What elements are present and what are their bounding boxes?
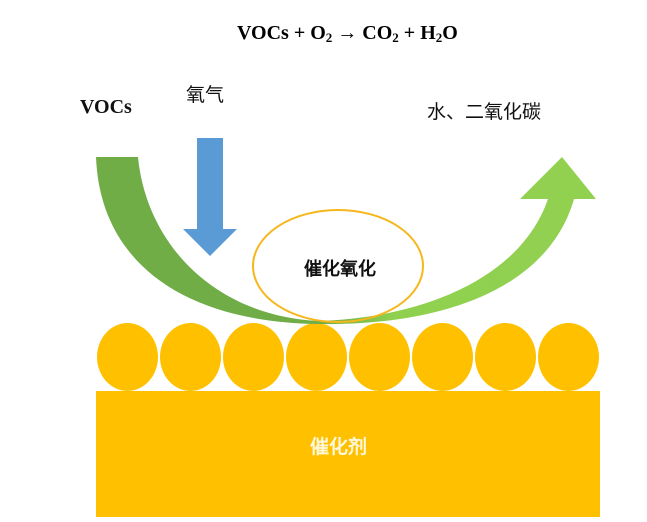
label-vocs: VOCs xyxy=(80,96,132,118)
catalyst-particle xyxy=(412,323,473,391)
reaction-equation: VOCs + O2 → CO2 + H2O xyxy=(237,22,458,46)
catalyst-particle xyxy=(475,323,536,391)
label-catalytic-oxidation: 催化氧化 xyxy=(304,259,376,280)
oxygen-down-arrow xyxy=(183,138,237,256)
equation-reactant-vocs: VOCs xyxy=(237,22,289,44)
equation-plus: + xyxy=(398,22,421,44)
catalyst-particle xyxy=(349,323,410,391)
reaction-flow-arrow xyxy=(96,157,596,325)
catalytic-oxidation-ellipse xyxy=(252,209,424,323)
equation-reactant-oxygen: O xyxy=(310,22,326,44)
equation-subscript: 2 xyxy=(325,30,333,45)
equation-plus: + xyxy=(288,22,311,44)
equation-product-water-o: O xyxy=(442,22,458,44)
label-oxygen: 氧气 xyxy=(186,84,225,106)
label-catalyst: 催化剂 xyxy=(310,436,368,458)
catalyst-particle xyxy=(538,323,599,391)
catalyst-bed xyxy=(96,391,600,517)
equation-product-co2: CO xyxy=(362,22,393,44)
catalyst-particle xyxy=(97,323,158,391)
catalyst-particle xyxy=(160,323,221,391)
equation-product-water: H xyxy=(420,22,436,44)
equation-subscript: 2 xyxy=(392,30,399,45)
equation-arrow: → xyxy=(332,22,363,44)
catalyst-particle xyxy=(286,323,347,391)
label-products: 水、二氧化碳 xyxy=(427,101,542,123)
equation-subscript: 2 xyxy=(435,30,443,45)
catalyst-particles xyxy=(97,323,599,391)
catalyst-particle xyxy=(223,323,284,391)
